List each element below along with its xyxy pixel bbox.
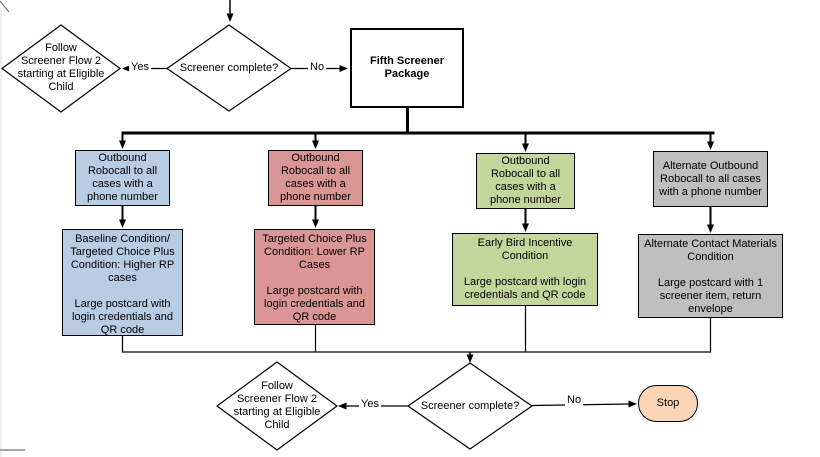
page-edge-strip bbox=[0, 8, 2, 457]
follow-flow-top-label: Follow Screener Flow 2 starting at Eligi… bbox=[17, 42, 105, 93]
condition-box-alternate: Alternate Contact Materials Condition La… bbox=[638, 234, 783, 318]
robocall-box-early-bird: Outbound Robocall to all cases with a ph… bbox=[476, 153, 575, 209]
diamond-screener-complete-bottom bbox=[406, 362, 534, 450]
robocall-box-baseline: Outbound Robocall to all cases with a ph… bbox=[75, 150, 170, 206]
diamond-follow-flow-bottom bbox=[215, 361, 339, 451]
yes-label-top: Yes bbox=[129, 61, 151, 74]
condition-box-targeted-choice: Targeted Choice Plus Condition: Lower RP… bbox=[254, 229, 375, 325]
yes-label-bottom: Yes bbox=[359, 398, 381, 411]
no-label-top: No bbox=[308, 61, 327, 74]
robocall-box-targeted-choice: Outbound Robocall to all cases with a ph… bbox=[268, 150, 363, 206]
condition-box-early-bird: Early Bird Incentive Condition Large pos… bbox=[452, 233, 598, 306]
diamond-follow-flow-top bbox=[0, 24, 122, 113]
no-label-bottom: No bbox=[565, 394, 584, 407]
condition-box-baseline: Baseline Condition/ Targeted Choice Plus… bbox=[62, 229, 183, 336]
fifth-screener-package-box: Fifth Screener Package bbox=[350, 28, 464, 108]
follow-flow-bottom-label: Follow Screener Flow 2 starting at Eligi… bbox=[233, 380, 321, 431]
page-corner-mark bbox=[0, 0, 10, 13]
diamond-screener-complete-top bbox=[165, 24, 293, 112]
stop-terminator: Stop bbox=[638, 385, 698, 422]
robocall-box-alternate: Alternate Outbound Robocall to all cases… bbox=[653, 151, 768, 207]
screener-complete-top-label: Screener complete? bbox=[179, 62, 279, 74]
screener-complete-bottom-label: Screener complete? bbox=[420, 400, 520, 412]
